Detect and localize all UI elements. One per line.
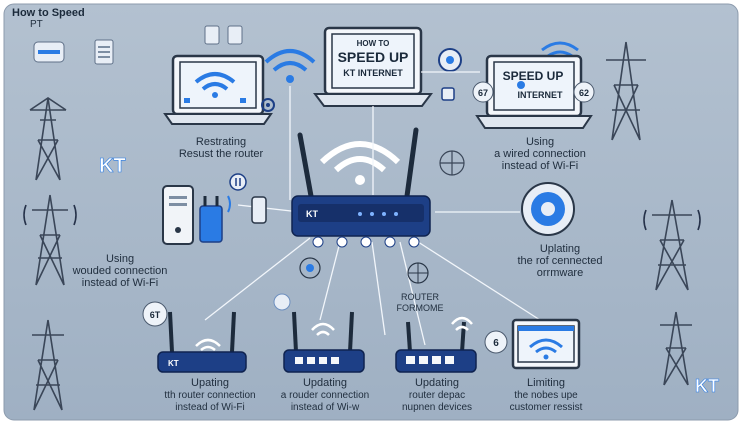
label-wired-left-title: Using [106,253,134,265]
firmware-disc-icon [521,182,575,236]
badge-6t: 6T [142,301,168,327]
label-wired-left-desc: wouded connection [72,265,168,277]
label-bottom1-detail: instead of Wi-Fi [175,402,244,413]
power-tower-icon [29,97,67,181]
label-restarting-desc: Resust the router [179,148,264,160]
router-bottom-1 [157,311,247,373]
label-wired-title: Using [526,136,554,148]
header-subtitle: PT [30,19,43,30]
label-bottom3-title: Updating [415,377,459,389]
router-bottom-3 [395,316,477,373]
svg-text:67: 67 [478,88,488,98]
label-bottom2-desc: a rouder connection [281,390,369,401]
screen-text-line3: KT INTERNET [343,68,403,78]
document-icon [227,25,243,45]
label-bottom3-detail: nupnen devices [402,402,472,413]
label-bottom4-desc: the nobes upe [514,390,578,401]
badge-67: 67 [472,81,494,103]
label-wired-left-detail: instead of Wi-Fi [82,277,158,289]
label-router-for-detail: FORMOME [397,303,444,313]
power-tower-icon [32,319,64,411]
svg-text:62: 62 [579,88,589,98]
router-small-icon [199,196,223,243]
target-icon [299,257,321,279]
pc-tower-icon [162,185,194,245]
screen-text-line1: SPEED UP [503,69,564,83]
svg-text:6: 6 [493,338,499,349]
label-bottom2-detail: instead of Wi-w [291,402,360,413]
power-plug-icon [229,173,247,191]
document-icon [204,25,220,45]
label-wired-detail: instead of Wi-Fi [502,160,578,172]
browser-icon [33,41,65,63]
router-label: KT [168,359,179,368]
switch-icon [251,196,267,224]
label-bottom1-desc: tth router connection [164,390,255,401]
disc-icon [438,48,462,72]
badge-6: 6 [484,330,508,354]
power-tower-icon [606,41,646,141]
target-icon [407,262,429,284]
gear-icon [261,98,275,112]
laptop-restart [163,54,273,125]
router-main [291,127,431,248]
label-wired-desc: a wired connection [494,148,586,160]
screen-text-line2: SPEED UP [338,49,409,65]
label-bottom4-title: Limiting [527,377,565,389]
wifi-icon [273,293,291,311]
wifi-icon [227,195,231,213]
wifi-icon [319,141,401,185]
wifi-icon [264,49,316,83]
label-bottom3-desc: router depac [409,390,465,401]
label-firmware-desc: the rof cennected [517,255,602,267]
screen-text-line2: INTERNET [518,90,564,100]
label-restarting-title: Restrating [196,136,246,148]
label-bottom1-title: Upating [191,377,229,389]
laptop-wired [475,54,593,129]
label-bottom4-detail: customer ressist [510,402,583,413]
connection-lines [204,71,541,346]
svg-text:6T: 6T [150,310,161,320]
label-router-for: ROUTER [401,292,440,302]
label-firmware-title: Uplating [540,243,580,255]
label-firmware-detail: orrmware [537,267,583,279]
router-bottom-2 [283,311,365,373]
screen-text-line1: HOW TO [357,39,390,48]
router-label: KT [306,209,318,219]
header-title: How to Speed [12,7,85,19]
power-tower-icon [643,199,701,291]
document-icon [94,39,114,65]
label-bottom2-title: Updating [303,377,347,389]
kt-logo: KT [695,376,719,396]
power-tower-icon [23,194,77,286]
target-icon [439,150,465,176]
chip-icon [441,87,455,101]
power-tower-icon [660,311,692,386]
kt-logo: KT [99,155,126,177]
laptop-speedup [313,26,433,107]
monitor-limiting [511,318,581,370]
badge-62: 62 [573,81,595,103]
